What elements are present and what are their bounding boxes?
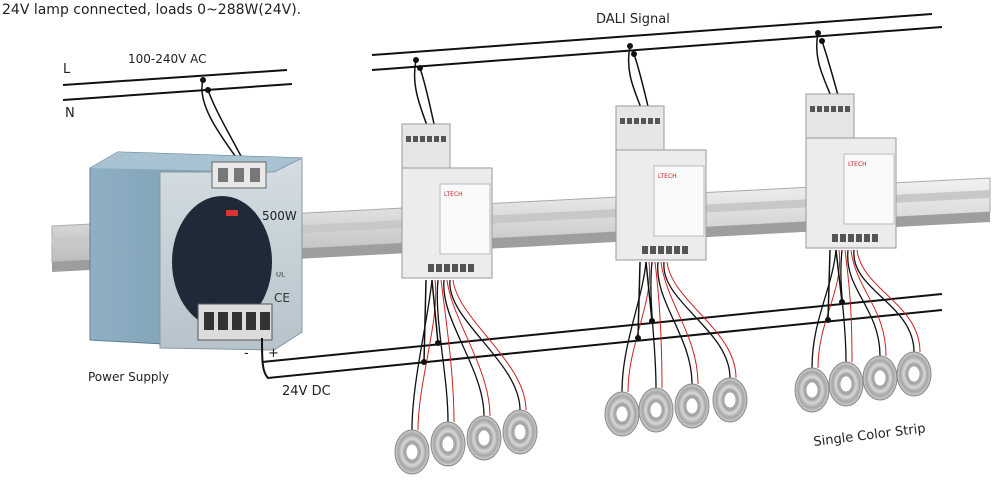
dimmer-modules: LTECH LTECH LTECH <box>401 30 921 431</box>
dali-junction <box>819 38 825 44</box>
dc-junction <box>649 318 655 324</box>
led-strip-reel <box>638 387 674 433</box>
dimmer-top-block <box>401 123 451 169</box>
psu-dark-panel <box>172 196 272 328</box>
dc-junction <box>435 340 441 346</box>
dimmer-module-2: LTECH <box>615 43 737 393</box>
dc-junction <box>825 317 831 323</box>
dali-bus <box>371 13 943 71</box>
dali-junction <box>815 30 821 36</box>
strip-wire <box>436 279 449 423</box>
ac-wires <box>201 79 243 161</box>
dimmer-brand: LTECH <box>658 173 677 180</box>
dc-bus-label: 24V DC <box>282 384 331 399</box>
strip-wire <box>847 249 881 357</box>
psu-terminal-minus: - <box>244 346 249 361</box>
dali-junction <box>627 43 633 49</box>
psu-ce-mark: CE <box>274 291 290 305</box>
led-strip-reel <box>466 415 502 461</box>
led-strip-reel <box>502 409 538 455</box>
strip-wire <box>443 279 485 417</box>
strip-wire <box>840 249 847 363</box>
header-caption: 24V lamp connected, loads 0~288W(24V). <box>2 2 301 18</box>
strip-wire <box>811 249 837 369</box>
strip-wire-red <box>850 249 887 357</box>
strip-wire-red <box>666 261 737 379</box>
led-strip-reel <box>712 377 748 423</box>
led-strip-reel <box>794 367 830 413</box>
strip-wire <box>663 261 731 379</box>
strip-wire-red <box>627 261 651 393</box>
strip-wire-red <box>452 279 527 411</box>
ac-junction-N <box>205 87 211 93</box>
strip-wire-red <box>417 279 437 431</box>
strip-wire-red <box>844 249 853 363</box>
dc-junction <box>839 299 845 305</box>
dimmer-supply-wire <box>431 279 439 344</box>
dimmer-module-1: LTECH <box>401 57 527 431</box>
dimmer-module-3: LTECH <box>805 30 921 369</box>
line-L-label: L <box>63 62 71 77</box>
strip-wire <box>657 261 693 385</box>
strip-wire-red <box>856 249 921 353</box>
led-strip-reels <box>394 351 932 475</box>
dimmer-brand: LTECH <box>444 191 463 198</box>
led-strip-reel <box>862 355 898 401</box>
mains-label: 100-240V AC <box>128 52 207 66</box>
line-N-label: N <box>65 106 75 121</box>
psu-ul-mark: ᵁᴸ <box>276 270 285 283</box>
led-strip-reel <box>604 391 640 437</box>
psu-nc-label: NC <box>208 297 217 304</box>
psu-indicator <box>226 210 238 216</box>
psu-wattage: 500W <box>262 209 297 223</box>
dimmer-supply-wire <box>637 261 641 339</box>
dali-signal-label: DALI Signal <box>596 12 670 27</box>
strip-wire-red <box>817 249 841 369</box>
ac-junction-L <box>200 77 206 83</box>
strip-wire <box>853 249 915 353</box>
dimmer-top-block <box>615 105 665 151</box>
psu-terminal-plus: + <box>268 346 279 361</box>
single-color-strip-label: Single Color Strip <box>813 421 927 450</box>
dimmer-top-block <box>805 93 855 139</box>
dc-junction <box>635 335 641 341</box>
led-strip-reel <box>674 383 710 429</box>
dali-junction <box>631 51 637 57</box>
strip-wire-red <box>654 261 663 389</box>
led-strip-reel <box>394 429 430 475</box>
strip-wire <box>449 279 521 411</box>
dimmer-supply-wire <box>423 279 427 363</box>
mains-lines <box>62 69 293 101</box>
dimmer-supply-wire <box>835 249 843 303</box>
led-strip-reel <box>896 351 932 397</box>
strip-wire-red <box>440 279 455 423</box>
dimmer-supply-wire <box>827 249 831 321</box>
power-supply-label: Power Supply <box>88 370 169 384</box>
strip-wire <box>650 261 657 389</box>
dimmer-label-plate <box>843 153 895 225</box>
strip-wire <box>411 279 433 431</box>
led-strip-reel <box>430 421 466 467</box>
dimmer-supply-wire <box>645 261 653 322</box>
strip-wire-red <box>660 261 699 385</box>
led-strip-reel <box>828 361 864 407</box>
dc-junction <box>421 359 427 365</box>
dali-junction <box>417 65 423 71</box>
dimmer-brand: LTECH <box>848 161 867 168</box>
dali-junction <box>413 57 419 63</box>
dimmer-label-plate <box>653 165 705 237</box>
dimmer-label-plate <box>439 183 491 255</box>
power-supply: 500W ᵁᴸ CE NC <box>89 151 303 351</box>
strip-wire-red <box>446 279 491 417</box>
strip-wire <box>621 261 647 393</box>
